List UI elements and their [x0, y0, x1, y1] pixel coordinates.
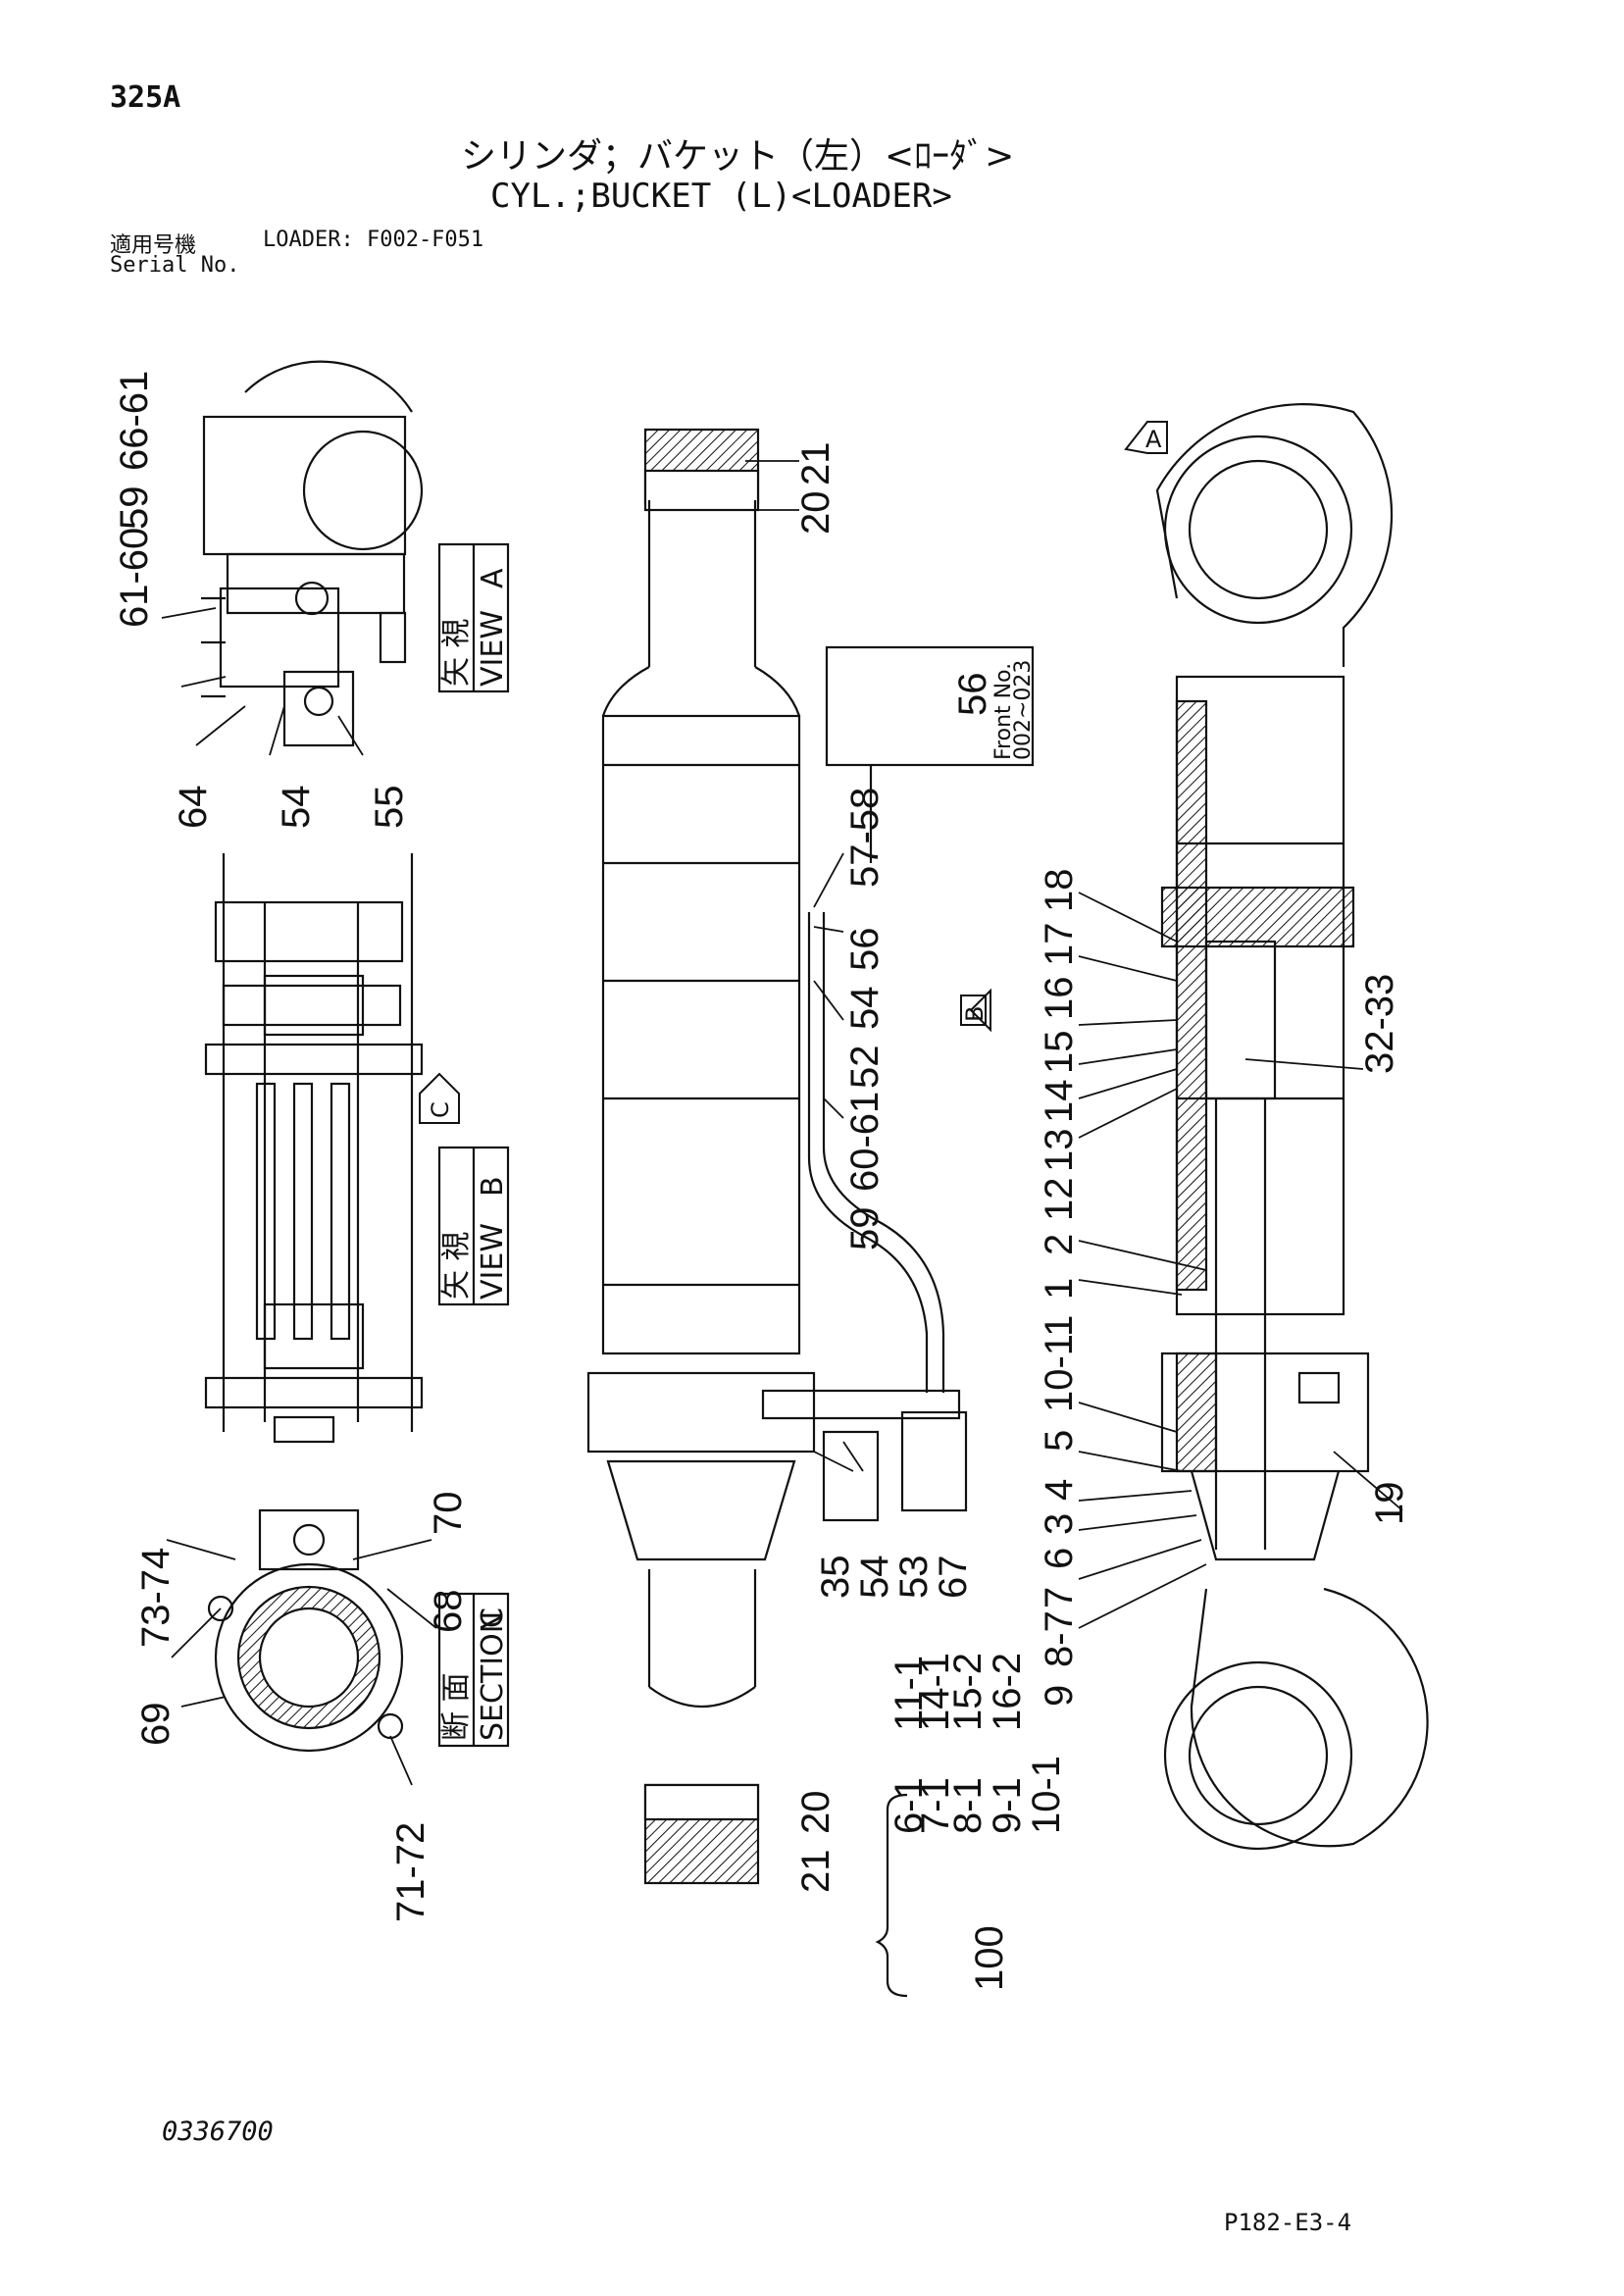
view-b-en: VIEW	[476, 1223, 510, 1300]
section-c-letter: C	[476, 1607, 510, 1628]
callout-68: 68	[427, 1590, 470, 1634]
callout-12: 12	[1038, 1178, 1081, 1222]
view-a-callouts: 61-60 59 66-61 64 54 55	[113, 371, 411, 829]
callout-14: 14	[1038, 1080, 1081, 1124]
callout-59: 59	[843, 1207, 887, 1251]
section-c-drawing	[207, 1508, 404, 1753]
view-c-marker-letter: C	[427, 1101, 454, 1118]
callout-54: 54	[843, 987, 887, 1031]
kit-col1-3: 9-1	[986, 1777, 1029, 1834]
view-c-marker	[419, 1072, 460, 1124]
callout-69: 69	[134, 1703, 178, 1747]
callout-7: 7	[1038, 1587, 1081, 1608]
view-markers: A B C	[419, 421, 1168, 1124]
model-number: 325A	[110, 80, 181, 115]
callout-56: 56	[843, 928, 887, 972]
callout-57-58: 57-58	[843, 788, 887, 888]
section-c-callouts: 73-74 69 70 68 71-72	[134, 1492, 470, 1923]
serial-label-english: Serial No.	[110, 253, 240, 278]
kit-col1-4: 10-1	[1025, 1756, 1068, 1834]
callout-35: 35	[814, 1556, 857, 1600]
kit-col2-3: 16-2	[986, 1653, 1029, 1731]
center-cylinder-drawing	[586, 428, 1035, 1885]
document-number: 0336700	[162, 2117, 274, 2147]
view-a-letter: A	[476, 568, 510, 588]
center-callouts: 20 21 57-58 56 54 52 60-61 59 35 54 53 6…	[794, 442, 975, 1894]
section-c-jp: 断 面	[439, 1672, 474, 1741]
callout-13: 13	[1038, 1129, 1081, 1173]
view-b-marker-letter: B	[961, 1006, 989, 1022]
callout-54: 54	[275, 786, 318, 830]
callout-20: 20	[794, 1791, 837, 1835]
kit-brace	[875, 1793, 908, 1998]
callout-21: 21	[794, 1850, 837, 1894]
right-cylinder-drawing	[1155, 403, 1429, 1851]
callout-20: 20	[794, 491, 837, 536]
kit-list: 100 6-1 7-1 8-1 9-1 10-1 11-1 14-1 15-2 …	[888, 1653, 1068, 1991]
kit-col2-2: 15-2	[946, 1653, 990, 1731]
callout-3: 3	[1038, 1513, 1081, 1535]
view-b-letter: B	[476, 1176, 510, 1197]
serial-range: LOADER: F002-F051	[263, 228, 484, 252]
callout-18: 18	[1038, 869, 1081, 913]
section-c-en: SECTION	[476, 1611, 510, 1741]
front-note-label: 56	[951, 673, 994, 717]
serial-label-japanese: 適用号機	[110, 233, 197, 258]
callout-6: 6	[1038, 1548, 1081, 1569]
front-note-line1: Front No.	[991, 663, 1016, 760]
callout-52: 52	[843, 1046, 887, 1090]
leader-lines	[161, 460, 1403, 1786]
title-japanese: シリンダ；バケット（左）<ﾛｰﾀﾞ>	[461, 136, 1015, 177]
front-note-line2: 002~023	[1011, 660, 1036, 760]
view-b-marker	[960, 995, 987, 1026]
title-english: CYL.;BUCKET (L)<LOADER>	[490, 177, 952, 216]
callout-67: 67	[932, 1556, 975, 1600]
callout-73-74: 73-74	[134, 1548, 178, 1648]
view-b-drawing	[204, 853, 424, 1444]
callout-53: 53	[892, 1556, 936, 1600]
callout-32-33: 32-33	[1358, 974, 1401, 1074]
callout-17: 17	[1038, 923, 1081, 967]
kit-col1-1: 7-1	[914, 1777, 957, 1834]
kit-col2-1: 14-1	[914, 1653, 957, 1731]
callout-61-60: 61-60	[113, 528, 156, 628]
kit-col1-2: 8-1	[946, 1777, 990, 1834]
callout-55: 55	[368, 786, 411, 830]
callout-15: 15	[1038, 1031, 1081, 1075]
callout-71-72: 71-72	[389, 1822, 432, 1922]
callout-66-61: 66-61	[113, 371, 156, 471]
callout-54: 54	[853, 1556, 896, 1600]
kit-col2-0: 11-1	[888, 1656, 931, 1731]
view-a-en: VIEW	[476, 610, 510, 687]
view-a-drawing	[201, 360, 424, 747]
callout-60-61: 60-61	[843, 1092, 887, 1192]
callout-4: 4	[1038, 1479, 1081, 1501]
page-code: P182-E3-4	[1224, 2209, 1352, 2236]
callout-70: 70	[427, 1492, 470, 1536]
callout-59: 59	[113, 486, 156, 531]
kit-col1-0: 6-1	[888, 1777, 931, 1834]
callout-9: 9	[1038, 1685, 1081, 1707]
callout-8-7: 8-7	[1038, 1610, 1081, 1667]
callout-5: 5	[1038, 1430, 1081, 1452]
callout-16: 16	[1038, 977, 1081, 1021]
view-b-jp: 矢 視	[439, 1231, 474, 1300]
callout-2: 2	[1038, 1234, 1081, 1255]
callout-64: 64	[172, 786, 215, 830]
callout-10-11: 10-11	[1038, 1315, 1081, 1412]
right-callouts: 18 17 16 15 14 13 12 32-33 2 1 10-11 5 4…	[1038, 869, 1411, 1708]
view-a-marker-letter: A	[1145, 426, 1162, 453]
callout-1: 1	[1038, 1278, 1081, 1300]
front-no-box	[825, 645, 1035, 767]
view-a-marker	[1124, 421, 1168, 454]
view-a-jp: 矢 視	[439, 618, 474, 687]
callout-19: 19	[1368, 1482, 1411, 1526]
view-stamp-text: 矢 視 VIEW A 矢 視 VIEW B 断 面 SECTION C 56 F…	[439, 568, 1036, 1741]
kit-number: 100	[968, 1925, 1011, 1991]
callout-21: 21	[794, 442, 837, 486]
